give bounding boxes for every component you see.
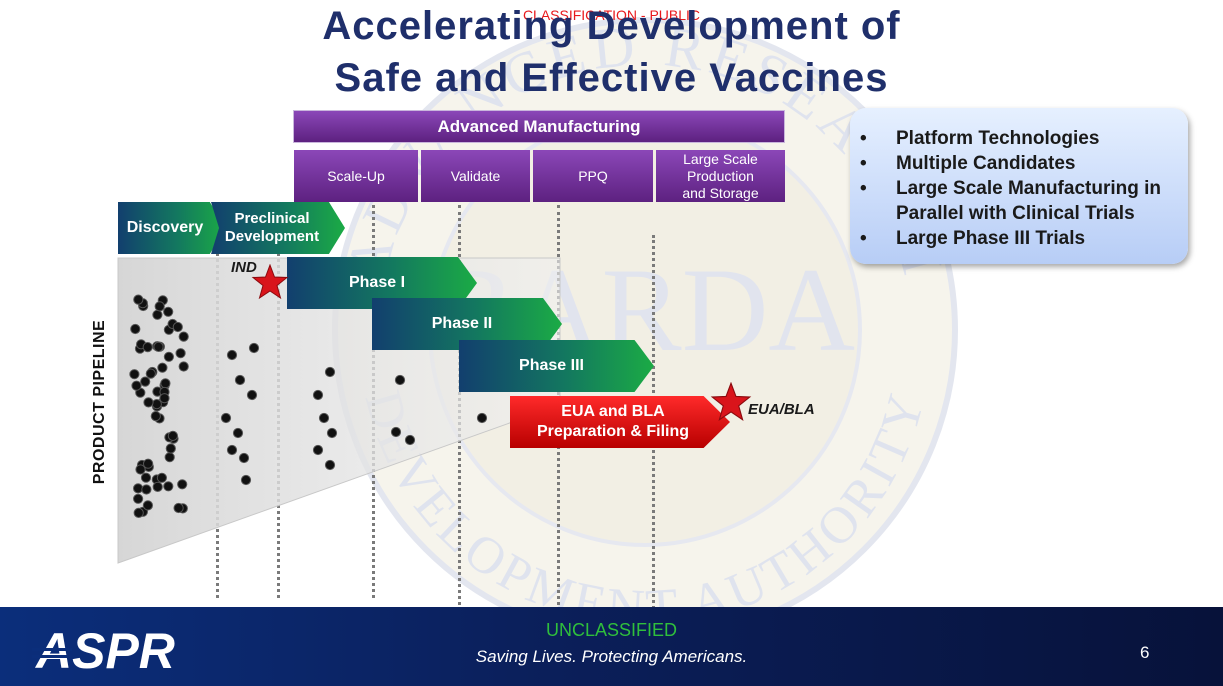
candidate-dot [163,306,174,317]
callout-item: • Large Phase III Trials [860,226,1188,251]
eua-bla-label: EUA/BLA [748,401,815,418]
bullet: • [860,153,867,174]
manufacturing-step-ppq: PPQ [533,150,653,202]
candidate-dot [163,351,174,362]
candidate-dot [143,397,154,408]
candidate-dot [160,378,171,389]
bullet: • [860,128,867,149]
candidate-dot [232,427,244,439]
candidate-dot [226,349,238,361]
manufacturing-step-large-scale: Large Scale Production and Storage [656,150,785,202]
eua-bla-star-icon [710,382,752,421]
candidate-dot [326,427,338,439]
callout-item-text: Multiple Candidates [896,153,1076,174]
candidate-dot [152,481,163,492]
candidate-dot [238,452,250,464]
candidate-dot [165,443,176,454]
stage-preclinical: Preclinical Development [211,202,345,254]
ind-label: IND [231,259,257,276]
unclassified-label: UNCLASSIFIED [545,620,678,640]
candidate-dot [178,331,189,342]
slide-title-line1: Accelerating Development of [322,4,901,48]
candidate-dot [129,369,140,380]
callout-item-text: Large Phase III Trials [896,228,1086,249]
callout-item-text: Large Scale Manufacturing in Parallel wi… [896,178,1161,224]
candidate-dot [404,434,416,446]
candidate-dot [133,294,144,305]
candidate-dot [140,376,151,387]
candidate-dot [394,374,406,386]
candidate-dot [318,412,330,424]
candidate-dot [151,399,162,410]
candidate-dot [150,411,161,422]
candidate-dot [234,374,246,386]
candidate-dot [324,459,336,471]
product-pipeline-label: PRODUCT PIPELINE [91,319,108,485]
footer-bar [0,607,1223,686]
candidate-dot [173,502,184,514]
candidate-dot [133,507,144,519]
candidate-dot [312,444,324,456]
stage-eua-bla-filing: EUA and BLA Preparation & Filing [510,396,730,448]
candidate-dot [135,464,146,475]
candidate-dot [248,342,260,354]
stage-discovery: Discovery [118,202,226,254]
candidate-dot [246,389,258,401]
candidate-dot [178,361,189,372]
candidate-dot [172,321,183,333]
candidate-dot [140,472,152,483]
manufacturing-step-validate: Validate [421,150,530,202]
candidate-dot [177,479,188,490]
candidate-dot [220,412,232,424]
candidate-dot [133,483,144,494]
candidate-dot [153,341,164,352]
callout-item: • Multiple Candidates [860,151,1188,176]
candidate-dot [133,493,144,504]
stage-phase-3: Phase III [459,340,654,392]
page-number: 6 [1140,643,1150,662]
key-points-callout: • Platform Technologies • Multiple Candida… [850,108,1188,264]
candidate-dot [131,380,142,391]
candidate-dot [152,309,163,320]
candidate-dot [130,323,141,335]
candidate-dot [164,452,175,463]
candidate-dot [142,500,153,511]
candidate-dot [159,393,170,404]
candidate-dot [175,348,186,359]
bullet: • [860,178,867,199]
ind-star-icon [251,264,289,300]
candidate-dot [156,472,167,483]
manufacturing-step-scale-up: Scale-Up [294,150,418,202]
classification-label: CLASSIFICATION - PUBLIC [522,7,701,23]
candidate-dot [141,484,152,495]
candidate-dot [476,412,488,424]
footer-tagline: Saving Lives. Protecting Americans. [475,647,748,666]
candidate-dot [226,444,238,456]
candidate-dot [312,389,324,401]
advanced-manufacturing-bar: Advanced Manufacturing [293,110,785,143]
candidate-dot [157,362,168,373]
candidate-dot [163,481,174,492]
candidate-dot [143,458,154,469]
candidate-dots [129,294,488,519]
callout-item: • Large Scale Manufacturing in Parallel w… [860,176,1188,226]
candidate-dot [390,426,402,438]
candidate-dot [167,430,178,441]
slide-title-line2: Safe and Effective Vaccines [334,56,889,100]
candidate-dot [240,474,252,486]
candidate-dot [324,366,336,378]
aspr-logo: ASPR [32,623,175,676]
candidate-dot [142,342,153,353]
bullet: • [860,228,867,249]
candidate-dot [145,368,156,379]
callout-item-text: Platform Technologies [896,128,1100,149]
callout-item: • Platform Technologies [860,126,1188,151]
candidate-dot [154,301,165,312]
